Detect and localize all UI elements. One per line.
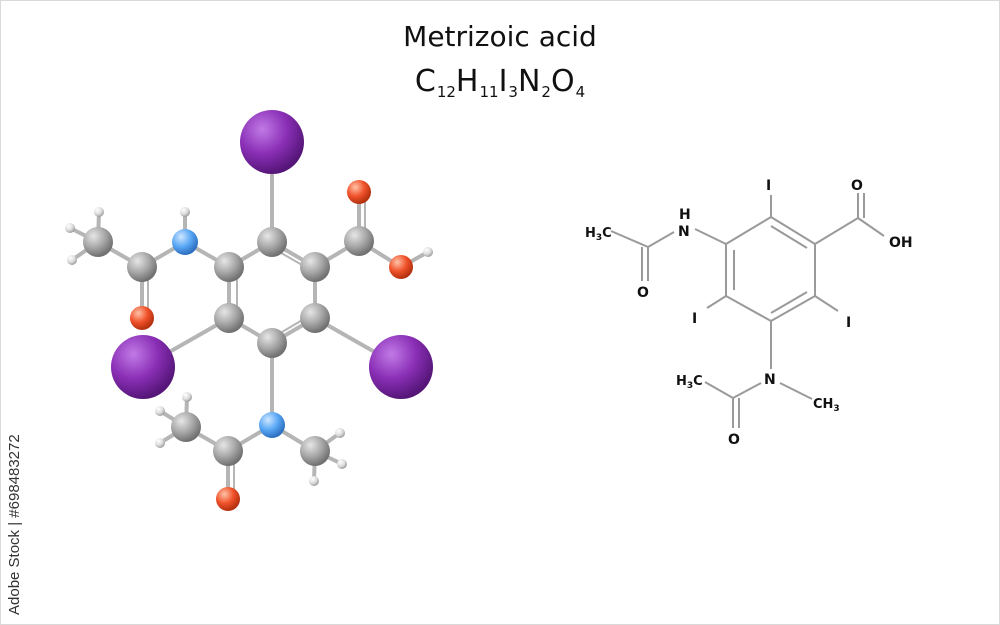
nitrogen-atom	[172, 229, 198, 255]
carbon-atom	[171, 412, 201, 442]
carbon-atom	[83, 227, 113, 257]
iodine-atom	[240, 110, 304, 174]
model-atoms	[65, 110, 433, 511]
hydrogen-atom	[180, 207, 190, 217]
oxygen-label: O	[851, 178, 863, 194]
methyl-sub: 3	[596, 233, 602, 243]
methyl-sub: 3	[833, 404, 839, 414]
iodine-label: I	[692, 311, 697, 327]
oxygen-atom	[216, 487, 240, 511]
iodine-label: I	[846, 315, 851, 331]
methyl-sub: 3	[687, 381, 693, 391]
methyl-h: H	[676, 374, 687, 389]
skeletal-bonds	[610, 193, 885, 428]
hydrogen-atom	[182, 392, 192, 402]
oxygen-atom	[347, 180, 371, 204]
iodine-label: I	[766, 178, 771, 194]
hydrogen-atom	[337, 459, 347, 469]
hydrogen-atom	[309, 476, 319, 486]
methyl-c: C	[693, 374, 703, 389]
hydrogen-atom	[155, 438, 165, 448]
methyl-ch: CH	[813, 397, 833, 412]
carbon-atom	[257, 328, 287, 358]
methyl-label-2: H3C	[676, 374, 703, 391]
amine-nitrogen-label: N	[764, 372, 776, 388]
methyl-h: H	[585, 226, 596, 241]
methyl-label-1: H3C	[585, 226, 612, 243]
stock-watermark: Adobe Stock | #698483272	[6, 385, 36, 615]
carbon-atom	[344, 226, 374, 256]
amide-nitrogen-label: N	[678, 224, 690, 240]
molecular-formula: C12H11I3N2O4	[414, 64, 586, 101]
hydrogen-atom	[65, 223, 75, 233]
carbonyl-oxygen-label: O	[637, 285, 649, 301]
methyl-c: C	[602, 226, 612, 241]
methyl-label-3: CH3	[813, 397, 840, 414]
compound-name: Metrizoic acid	[403, 20, 597, 53]
svg-text:CH3: CH3	[813, 397, 840, 414]
hydrogen-atom	[155, 406, 165, 416]
iodine-atom	[111, 335, 175, 399]
hydrogen-atom	[335, 428, 345, 438]
carbon-atom	[213, 436, 243, 466]
hydrogen-atom	[423, 247, 433, 257]
carbon-atom	[214, 252, 244, 282]
nh-hydrogen-label: H	[679, 207, 691, 223]
carbon-atom	[300, 303, 330, 333]
svg-text:H3C: H3C	[585, 226, 612, 243]
oxygen-atom	[130, 306, 154, 330]
carbon-atom	[300, 436, 330, 466]
nitrogen-atom	[259, 412, 285, 438]
oxygen-atom	[389, 255, 413, 279]
hydroxyl-label: OH	[889, 235, 913, 251]
iodine-atom	[369, 335, 433, 399]
hydrogen-atom	[67, 255, 77, 265]
stock-id-label: Adobe Stock | #698483272	[6, 434, 23, 615]
carbon-atom	[214, 303, 244, 333]
carbon-atom	[257, 227, 287, 257]
carbonyl-oxygen-label: O	[728, 432, 740, 448]
hydrogen-atom	[94, 207, 104, 217]
skeletal-labels: I O OH H N H3C O I I N H3C CH3 O	[585, 178, 913, 448]
carbon-atom	[300, 252, 330, 282]
svg-text:H3C: H3C	[676, 374, 703, 391]
carbon-atom	[127, 252, 157, 282]
